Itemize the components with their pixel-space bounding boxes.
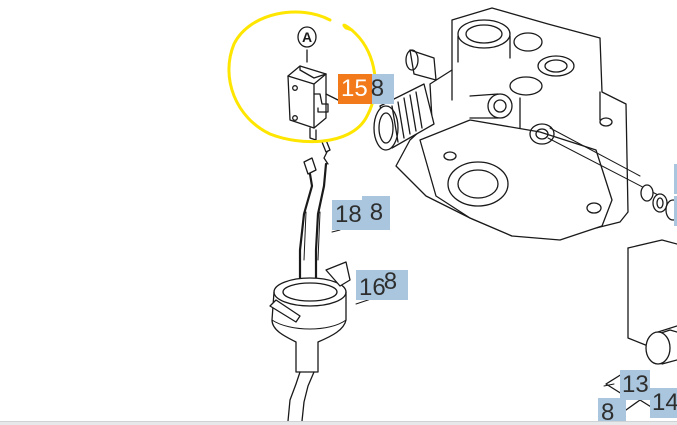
part-hotspot-15[interactable]: 15 8 [338, 74, 394, 104]
micro-switch-drawing [287, 65, 339, 141]
part-number-15: 15 [341, 75, 368, 102]
part-hotspot-15-bg [338, 74, 372, 104]
lower-right-part-drawing [605, 239, 677, 411]
part-qty-bottom: 8 [601, 399, 615, 425]
part-qty-18: 8 [369, 199, 384, 226]
part-hotspot-16-bg [356, 270, 408, 300]
part-hotspot-13-bg [620, 370, 650, 400]
part-hotspot-18-bg [332, 200, 362, 230]
part-hotspot-14[interactable]: 14 [650, 388, 677, 418]
part-hotspot-13[interactable]: 13 [620, 370, 650, 400]
part-hotspot-16[interactable]: 16 8 [356, 268, 408, 301]
part-hotspot-8-bottom[interactable]: 8 [598, 398, 626, 425]
detail-a-marker [297, 26, 317, 63]
part-number-16: 16 [359, 274, 386, 301]
highlight-circle [227, 10, 377, 144]
part-hotspot-8-bottom-bg [598, 398, 626, 425]
detail-a-label: A [301, 29, 313, 45]
part-hotspot-18[interactable]: 18 8 [332, 196, 390, 230]
part-hotspot-right-lower-bg [674, 196, 677, 226]
part-number-18: 18 [335, 201, 362, 228]
grommet-drawing [269, 261, 351, 373]
part-number-13: 13 [622, 371, 649, 398]
o-ring-drawing [640, 184, 677, 221]
part-number-14: 14 [652, 389, 677, 416]
part-hotspot-right-bg [674, 164, 677, 194]
bottom-scrollbar-strip [0, 421, 677, 425]
part-qty-15: 8 [370, 75, 385, 102]
pump-housing-drawing [373, 7, 661, 241]
part-hotspot-18-qty-bg [362, 196, 390, 230]
part-qty-16: 8 [383, 268, 398, 295]
part-hotspot-14-bg [650, 388, 677, 418]
